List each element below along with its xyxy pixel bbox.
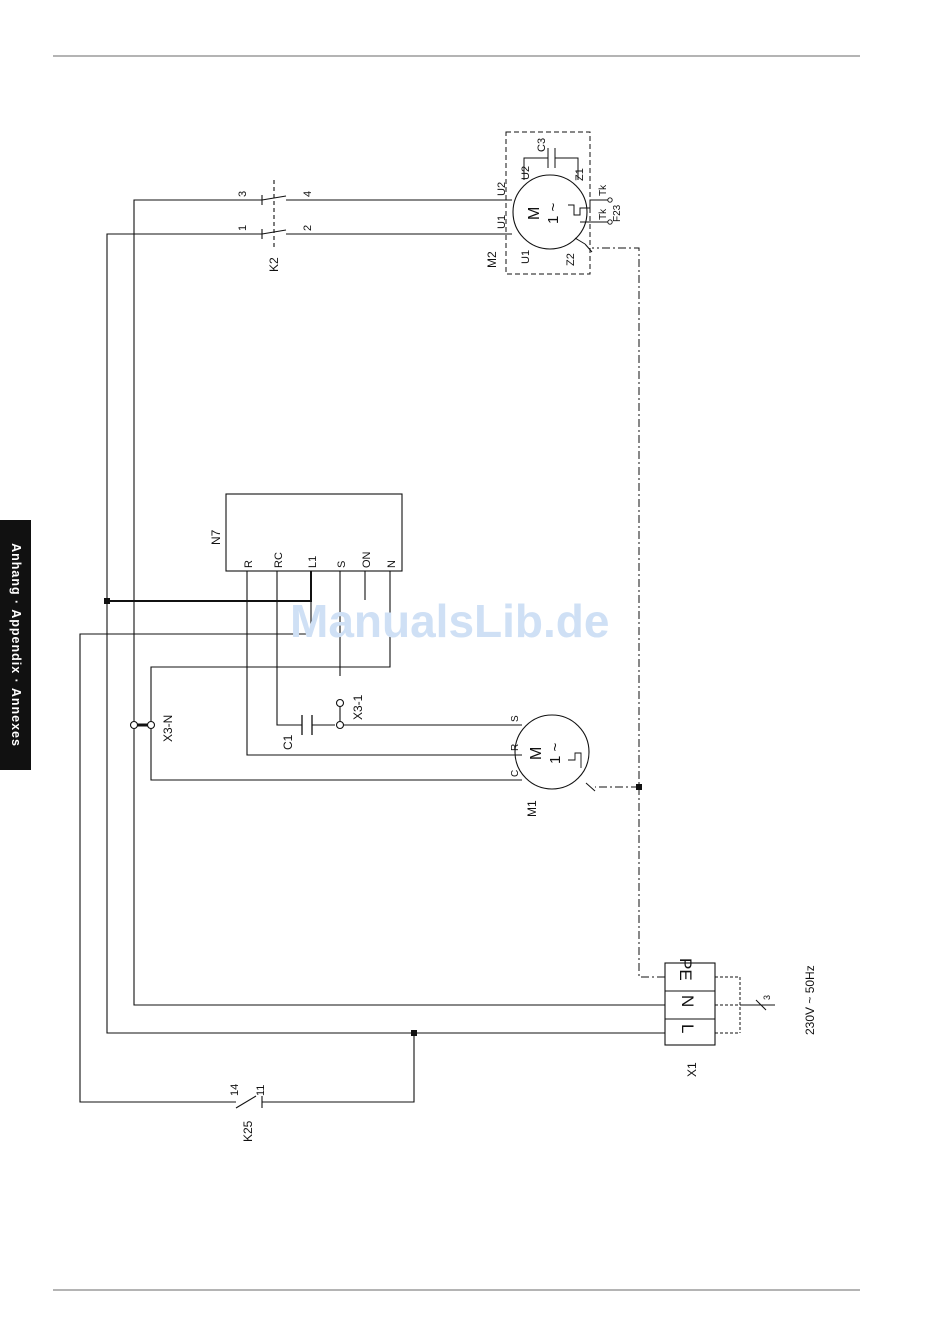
wires (80, 200, 665, 1102)
x31-terminal-b (337, 722, 344, 729)
tk-terminal-1 (608, 198, 612, 202)
k2-contactor (262, 180, 286, 250)
x1-terminal-pe: PE (676, 958, 695, 981)
m1-terminal-c: C (510, 770, 521, 777)
section-side-tab-label: Anhang · Appendix · Annexes (9, 543, 23, 747)
junction-k25 (411, 1030, 417, 1036)
m1-m-letter: M (528, 747, 545, 760)
cable-count: 3 (762, 995, 772, 1000)
l1-feed (107, 571, 311, 601)
x1-label: X1 (685, 1062, 699, 1077)
m2-m-letter: M (526, 207, 543, 220)
c1-capacitor (302, 715, 312, 735)
k2-terminal-3: 3 (237, 191, 249, 197)
watermark: ManualsLib.de (290, 595, 609, 647)
u1-bottom-label: U1 (520, 250, 532, 264)
m2-pe-tick (585, 244, 592, 252)
supply-cable (715, 977, 740, 1033)
m1-phase: 1 ~ (547, 742, 564, 764)
u2-left-label: U2 (496, 182, 508, 196)
m1-terminal-s: S (510, 715, 521, 722)
k2-label: K2 (267, 257, 281, 272)
m1-terminal-r: R (510, 744, 521, 751)
m1-thermal (568, 753, 581, 768)
c1-label: C1 (281, 734, 295, 750)
k25-terminal-14: 14 (229, 1084, 241, 1096)
x3n-terminal-b (148, 722, 155, 729)
x31-label: X3-1 (351, 694, 365, 720)
n7-terminal-s: S (336, 561, 348, 568)
x31-terminal-a (337, 700, 344, 707)
tk2-label: Tk (598, 208, 609, 220)
x3n-label: X3-N (161, 715, 175, 742)
m1-pe-tick (586, 783, 595, 791)
n7-label: N7 (209, 529, 223, 545)
section-side-tab: Anhang · Appendix · Annexes (0, 520, 31, 770)
n7-terminal-on: ON (361, 551, 373, 568)
n7-terminal-l1: L1 (307, 556, 319, 568)
k25-label: K25 (241, 1120, 255, 1142)
m2-phase: 1 ~ (545, 202, 562, 224)
z1-label: Z1 (574, 168, 586, 181)
m2-label: M2 (485, 251, 499, 268)
u2-top-label: U2 (520, 166, 532, 180)
m1-label: M1 (525, 800, 539, 817)
k2-terminal-4: 4 (302, 191, 314, 197)
n7-terminal-r: R (243, 560, 255, 568)
x1-terminal-n: N (678, 995, 697, 1007)
supply-label: 230V ~ 50Hz (803, 965, 817, 1035)
u1-left-label: U1 (496, 215, 508, 229)
n7-terminal-rc: RC (273, 552, 285, 568)
junction-l (104, 598, 110, 604)
k25-terminal-11: 11 (255, 1085, 267, 1096)
x3n-terminal-a (131, 722, 138, 729)
n7-terminal-n: N (386, 560, 398, 568)
tk1-label: Tk (598, 184, 609, 196)
k2-terminal-2: 2 (302, 225, 314, 231)
f23-label: F23 (612, 204, 623, 222)
z2-label: Z2 (565, 253, 577, 266)
k25-contact (236, 1096, 262, 1108)
k2-terminal-1: 1 (237, 225, 249, 231)
c3-label: C3 (536, 138, 548, 152)
x1-terminal-l: L (678, 1024, 697, 1033)
